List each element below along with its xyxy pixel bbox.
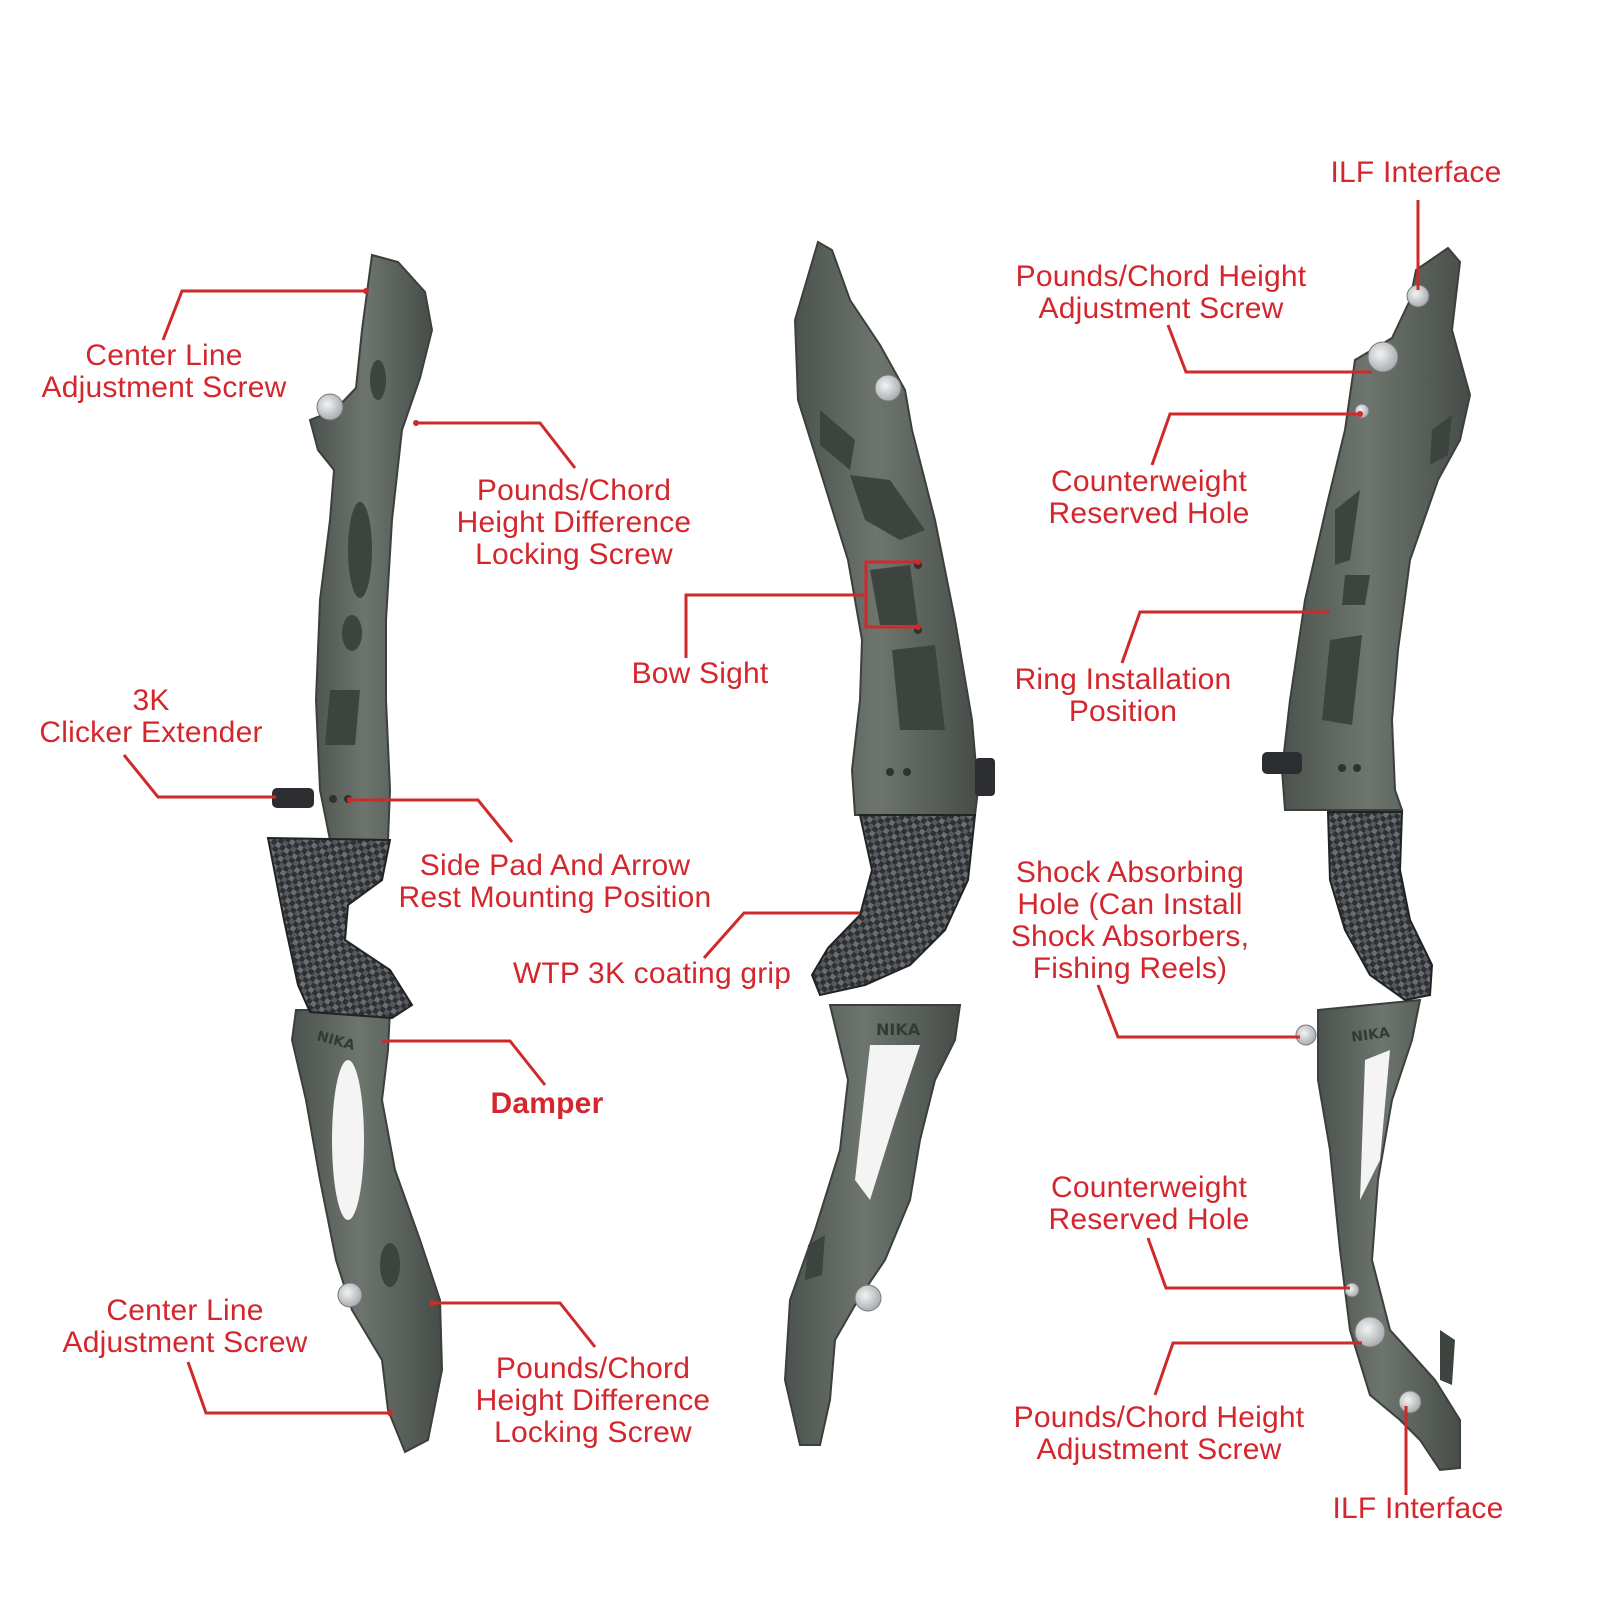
mount-hole-icon bbox=[1353, 764, 1361, 772]
adjust-screw-icon bbox=[854, 1284, 882, 1312]
riser-left-window bbox=[325, 690, 360, 745]
riser-middle-window bbox=[805, 1235, 825, 1280]
leader-pounds-adjust-top bbox=[1166, 324, 1372, 374]
counterweight-hole-icon bbox=[1344, 1282, 1360, 1298]
leader-bow-sight-bracket bbox=[864, 560, 918, 629]
riser-middle-window bbox=[870, 565, 918, 625]
riser-middle-window bbox=[855, 1045, 920, 1200]
adjust-screw-icon bbox=[874, 374, 902, 402]
shock-hole-icon bbox=[1295, 1024, 1317, 1046]
riser-left-window bbox=[342, 615, 362, 651]
label-ilf-top: ILF Interface bbox=[1330, 156, 1502, 189]
label-counterweight-bottom: Counterweight Reserved Hole bbox=[1048, 1171, 1250, 1236]
mount-hole-icon bbox=[1338, 764, 1346, 772]
leader-clicker-extender bbox=[122, 754, 276, 799]
leader-ring-position bbox=[1120, 610, 1330, 664]
riser-right-lower bbox=[1317, 998, 1461, 1472]
clicker-extender-icon bbox=[272, 788, 314, 808]
leader-shock-hole bbox=[1096, 984, 1300, 1039]
mount-hole-icon bbox=[329, 795, 337, 803]
clicker-extender-icon bbox=[975, 758, 995, 796]
label-pounds-locking-top: Pounds/Chord Height Difference Locking S… bbox=[456, 474, 692, 571]
leader-lines bbox=[122, 200, 1420, 1495]
label-shock-hole: Shock Absorbing Hole (Can Install Shock … bbox=[1010, 856, 1250, 985]
label-center-line-top: Center Line Adjustment Screw bbox=[41, 339, 287, 404]
leader-grip bbox=[702, 911, 860, 959]
leader-dot bbox=[429, 1300, 435, 1306]
label-pounds-locking-bottom: Pounds/Chord Height Difference Locking S… bbox=[475, 1352, 711, 1449]
riser-right-body bbox=[1280, 246, 1472, 811]
riser-right-window bbox=[1430, 415, 1452, 465]
leader-side-pad bbox=[350, 798, 514, 843]
riser-middle-logo: NIKA bbox=[876, 1020, 921, 1039]
center-line-screw-icon bbox=[337, 1282, 363, 1308]
adjust-screw-icon bbox=[1354, 1316, 1386, 1348]
riser-right-window bbox=[1342, 575, 1370, 605]
adjust-screw-icon bbox=[1367, 341, 1399, 373]
grip-left bbox=[266, 836, 414, 1020]
label-counterweight-top: Counterweight Reserved Hole bbox=[1048, 465, 1250, 530]
leader-counterweight-top bbox=[1150, 412, 1360, 466]
leader-dot bbox=[387, 1410, 393, 1416]
label-damper: Damper bbox=[490, 1087, 604, 1120]
ilf-interface-icon bbox=[1398, 1390, 1422, 1414]
grip-middle bbox=[810, 814, 977, 997]
riser-right-window bbox=[1360, 1050, 1390, 1200]
label-clicker-extender: 3K Clicker Extender bbox=[39, 684, 263, 749]
leader-dot bbox=[915, 559, 921, 565]
riser-middle-window bbox=[892, 645, 945, 730]
grip-right bbox=[1326, 811, 1434, 1002]
riser-middle-window bbox=[850, 475, 925, 540]
leader-damper bbox=[382, 1039, 547, 1086]
riser-right-logo: NIKA bbox=[1350, 1025, 1391, 1046]
leader-dot bbox=[413, 420, 419, 426]
label-grip: WTP 3K coating grip bbox=[512, 957, 792, 990]
riser-left-window bbox=[380, 1243, 400, 1287]
riser-left-lower bbox=[290, 1009, 444, 1454]
label-ilf-bottom: ILF Interface bbox=[1332, 1492, 1504, 1525]
label-side-pad: Side Pad And Arrow Rest Mounting Positio… bbox=[398, 849, 712, 914]
label-center-line-bottom: Center Line Adjustment Screw bbox=[62, 1294, 308, 1359]
mount-hole-icon bbox=[903, 768, 911, 776]
riser-right: NIKA bbox=[1262, 246, 1472, 1472]
leader-dot bbox=[915, 624, 921, 630]
leader-counterweight-bottom bbox=[1146, 1237, 1350, 1290]
riser-left-window bbox=[332, 1060, 364, 1220]
riser-right-window bbox=[1322, 635, 1362, 725]
leader-pounds-locking-top bbox=[416, 421, 577, 469]
leader-dot bbox=[1357, 411, 1363, 417]
leader-center-line-bottom bbox=[186, 1361, 390, 1415]
leader-pounds-locking-bottom bbox=[432, 1301, 597, 1348]
riser-left-window bbox=[370, 360, 386, 400]
riser-right-window bbox=[1440, 1330, 1455, 1385]
leader-dot bbox=[363, 288, 369, 294]
riser-middle-window bbox=[820, 410, 855, 470]
riser-left-window bbox=[348, 502, 372, 598]
label-ring-position: Ring Installation Position bbox=[1014, 663, 1232, 728]
leader-bow-sight bbox=[684, 593, 866, 658]
riser-right-window bbox=[1335, 490, 1360, 565]
leader-dot bbox=[347, 797, 353, 803]
riser-middle-lower bbox=[783, 1004, 962, 1446]
riser-middle: NIKA bbox=[783, 240, 995, 1446]
leader-pounds-adjust-bottom bbox=[1153, 1341, 1362, 1396]
clicker-extender-icon bbox=[1262, 752, 1302, 774]
riser-left: NIKA bbox=[266, 253, 444, 1454]
center-line-screw-icon bbox=[316, 393, 344, 421]
mount-hole-icon bbox=[886, 768, 894, 776]
label-pounds-adjust-bottom: Pounds/Chord Height Adjustment Screw bbox=[1013, 1401, 1305, 1466]
label-bow-sight: Bow Sight bbox=[631, 657, 769, 690]
label-pounds-adjust-top: Pounds/Chord Height Adjustment Screw bbox=[1015, 260, 1307, 325]
leader-center-line-top bbox=[161, 289, 366, 341]
